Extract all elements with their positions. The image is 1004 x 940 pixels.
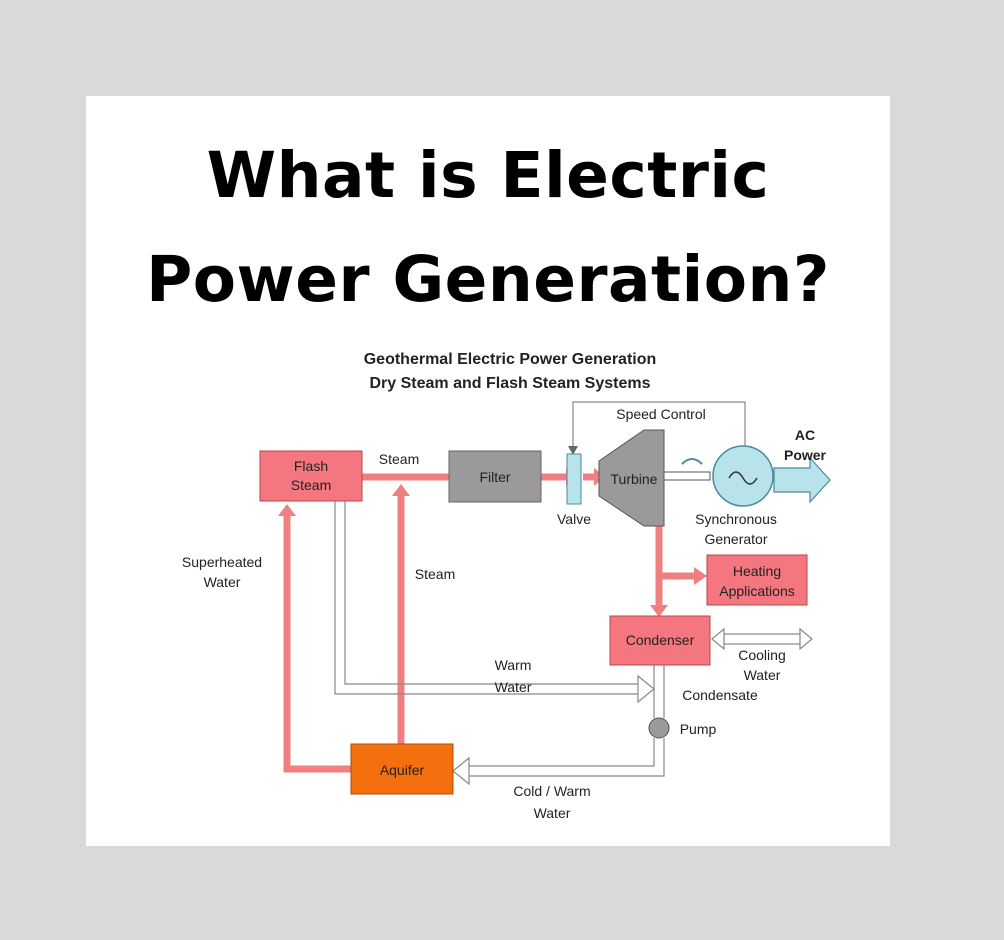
turbine-shaft xyxy=(663,471,711,481)
headline-line-2: Power Generation? xyxy=(146,243,830,316)
cooling-water-arrow-right xyxy=(799,627,813,651)
rotation-arrow-icon xyxy=(681,458,703,465)
heating-label-1: Heating xyxy=(733,563,781,579)
heating-box xyxy=(706,554,808,606)
steam-vertical-label: Steam xyxy=(415,566,455,582)
flow-superheated-water xyxy=(283,514,351,773)
ac-wave-icon xyxy=(728,471,758,485)
heating-label-2: Applications xyxy=(719,583,795,599)
headline-line-1: What is Electric xyxy=(206,139,770,212)
warm-water-label-2: Water xyxy=(495,679,532,695)
warm-water-label-1: Warm xyxy=(495,657,532,673)
cold-water-line-inner xyxy=(469,738,655,767)
superheated-water-label-2: Water xyxy=(204,574,241,590)
warm-water-line-outer xyxy=(334,499,638,695)
condenser-box xyxy=(609,615,711,666)
superheated-water-label-1: Superheated xyxy=(182,554,262,570)
valve-shape xyxy=(566,453,582,505)
speed-control-label: Speed Control xyxy=(616,406,706,422)
flash-steam-label-1: Flash xyxy=(294,458,328,474)
turbine-shape xyxy=(598,429,665,527)
cooling-water-label-1: Cooling xyxy=(738,647,785,663)
page-headline: What is Electric Power Generation? xyxy=(86,124,890,332)
generator-label-2: Generator xyxy=(704,531,767,547)
steam-top-label: Steam xyxy=(379,451,419,467)
arrowhead-steam-up xyxy=(392,484,410,496)
warm-water-arrowhead xyxy=(637,674,655,704)
warm-water-line-inner xyxy=(344,499,638,685)
arrowhead-to-flash xyxy=(278,504,296,516)
generator-circle xyxy=(712,445,774,507)
filter-label: Filter xyxy=(479,469,510,485)
water-flow-lines xyxy=(334,401,813,786)
cold-warm-water-label-1: Cold / Warm xyxy=(513,783,590,799)
cold-warm-water-label-2: Water xyxy=(534,805,571,821)
ac-power-label-2: Power xyxy=(784,447,827,463)
geothermal-diagram: Geothermal Electric Power Generation Dry… xyxy=(182,351,831,821)
flash-steam-box xyxy=(259,450,363,502)
diagram-title-line-1: Geothermal Electric Power Generation xyxy=(364,351,657,368)
diagram-title-line-2: Dry Steam and Flash Steam Systems xyxy=(369,375,650,392)
valve-label: Valve xyxy=(557,511,591,527)
aquifer-box xyxy=(350,743,454,795)
arrowhead-to-heating xyxy=(694,567,707,585)
steam-flow-lines xyxy=(283,473,696,773)
pump-circle xyxy=(648,717,670,739)
ac-power-label-1: AC xyxy=(795,427,815,443)
ac-power-arrow xyxy=(773,456,831,504)
cold-water-line-outer xyxy=(469,738,665,777)
aquifer-label: Aquifer xyxy=(380,762,425,778)
flash-steam-label-2: Steam xyxy=(291,477,331,493)
speed-control-line xyxy=(572,401,746,448)
condensate-label: Condensate xyxy=(682,687,758,703)
generator-label-1: Synchronous xyxy=(695,511,777,527)
turbine-label: Turbine xyxy=(611,471,658,487)
arrowhead-to-condenser xyxy=(650,605,668,617)
filter-box xyxy=(448,450,542,503)
cold-water-arrowhead xyxy=(452,756,470,786)
cooling-water-arrow-left xyxy=(711,627,725,651)
speed-control-arrowhead xyxy=(568,446,578,455)
condenser-label: Condenser xyxy=(626,632,695,648)
cooling-water-shaft xyxy=(723,633,803,645)
cooling-water-label-2: Water xyxy=(744,667,781,683)
pump-label: Pump xyxy=(680,721,717,737)
content-card: What is Electric Power Generation? Geoth… xyxy=(86,96,890,846)
